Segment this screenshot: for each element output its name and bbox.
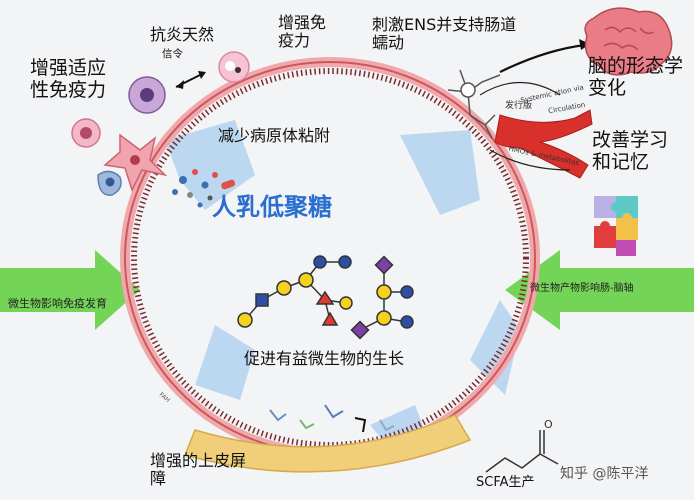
bottom-molecules bbox=[269, 404, 395, 433]
puzzle-icon bbox=[594, 196, 638, 256]
neuron-icon bbox=[447, 69, 501, 139]
label-microbe-immune: 微生物影响免疫发育 bbox=[8, 297, 107, 310]
green-arrow-right bbox=[505, 250, 694, 330]
label-learning-memory: 改善学习 和记忆 bbox=[592, 129, 669, 173]
pathogen-cluster-icon bbox=[172, 169, 236, 208]
neuron-arrowhead bbox=[579, 39, 590, 50]
green-arrows bbox=[0, 250, 694, 330]
label-promote-growth: 促进有益微生物的生长 bbox=[244, 349, 405, 368]
brain-icon bbox=[584, 7, 673, 76]
scfa-molecule-icon bbox=[485, 430, 559, 473]
label-barrier: 增强的上皮屏 障 bbox=[150, 451, 247, 489]
label-enhance-immunity: 增强免 疫力 bbox=[278, 13, 327, 51]
label-microbe-gut-brain: 微生物产物影响肠-脑轴 bbox=[530, 283, 634, 294]
gut-ring bbox=[120, 57, 540, 459]
label-adaptive-immunity: 增强适应 性免疫力 bbox=[30, 57, 107, 101]
label-anti-inflammatory: 抗炎天然 bbox=[150, 25, 215, 44]
center-title: 人乳低聚糖 bbox=[212, 193, 332, 221]
blue-arrow-bottomleft bbox=[195, 325, 255, 400]
green-arrow-left bbox=[0, 250, 140, 330]
epithelium-band bbox=[183, 414, 472, 473]
label-ens-motility: 刺激ENS并支持肠道 蠕动 bbox=[372, 15, 517, 53]
label-distribution: 发行版 bbox=[505, 101, 533, 111]
immune-cell-icon bbox=[71, 51, 250, 196]
label-scfa: SCFA生产 bbox=[476, 475, 535, 490]
watermark: 知乎 @陈平洋 bbox=[560, 466, 649, 482]
label-brain-morphology: 脑的形态学 变化 bbox=[588, 55, 684, 99]
label-reduce-pathogen: 减少病原体粘附 bbox=[218, 126, 331, 145]
blue-arrow-topleft bbox=[165, 120, 255, 210]
blue-arrows bbox=[165, 120, 520, 455]
blue-arrow-bottomright bbox=[470, 300, 520, 395]
scfa-oxygen: O bbox=[544, 418, 553, 431]
blue-arrow-topright bbox=[400, 130, 480, 215]
blood-vessel-icon bbox=[479, 81, 593, 179]
label-signal: 信令 bbox=[162, 48, 183, 60]
neuron-arrow bbox=[499, 43, 586, 73]
hmo-molecule-icon bbox=[237, 255, 414, 340]
